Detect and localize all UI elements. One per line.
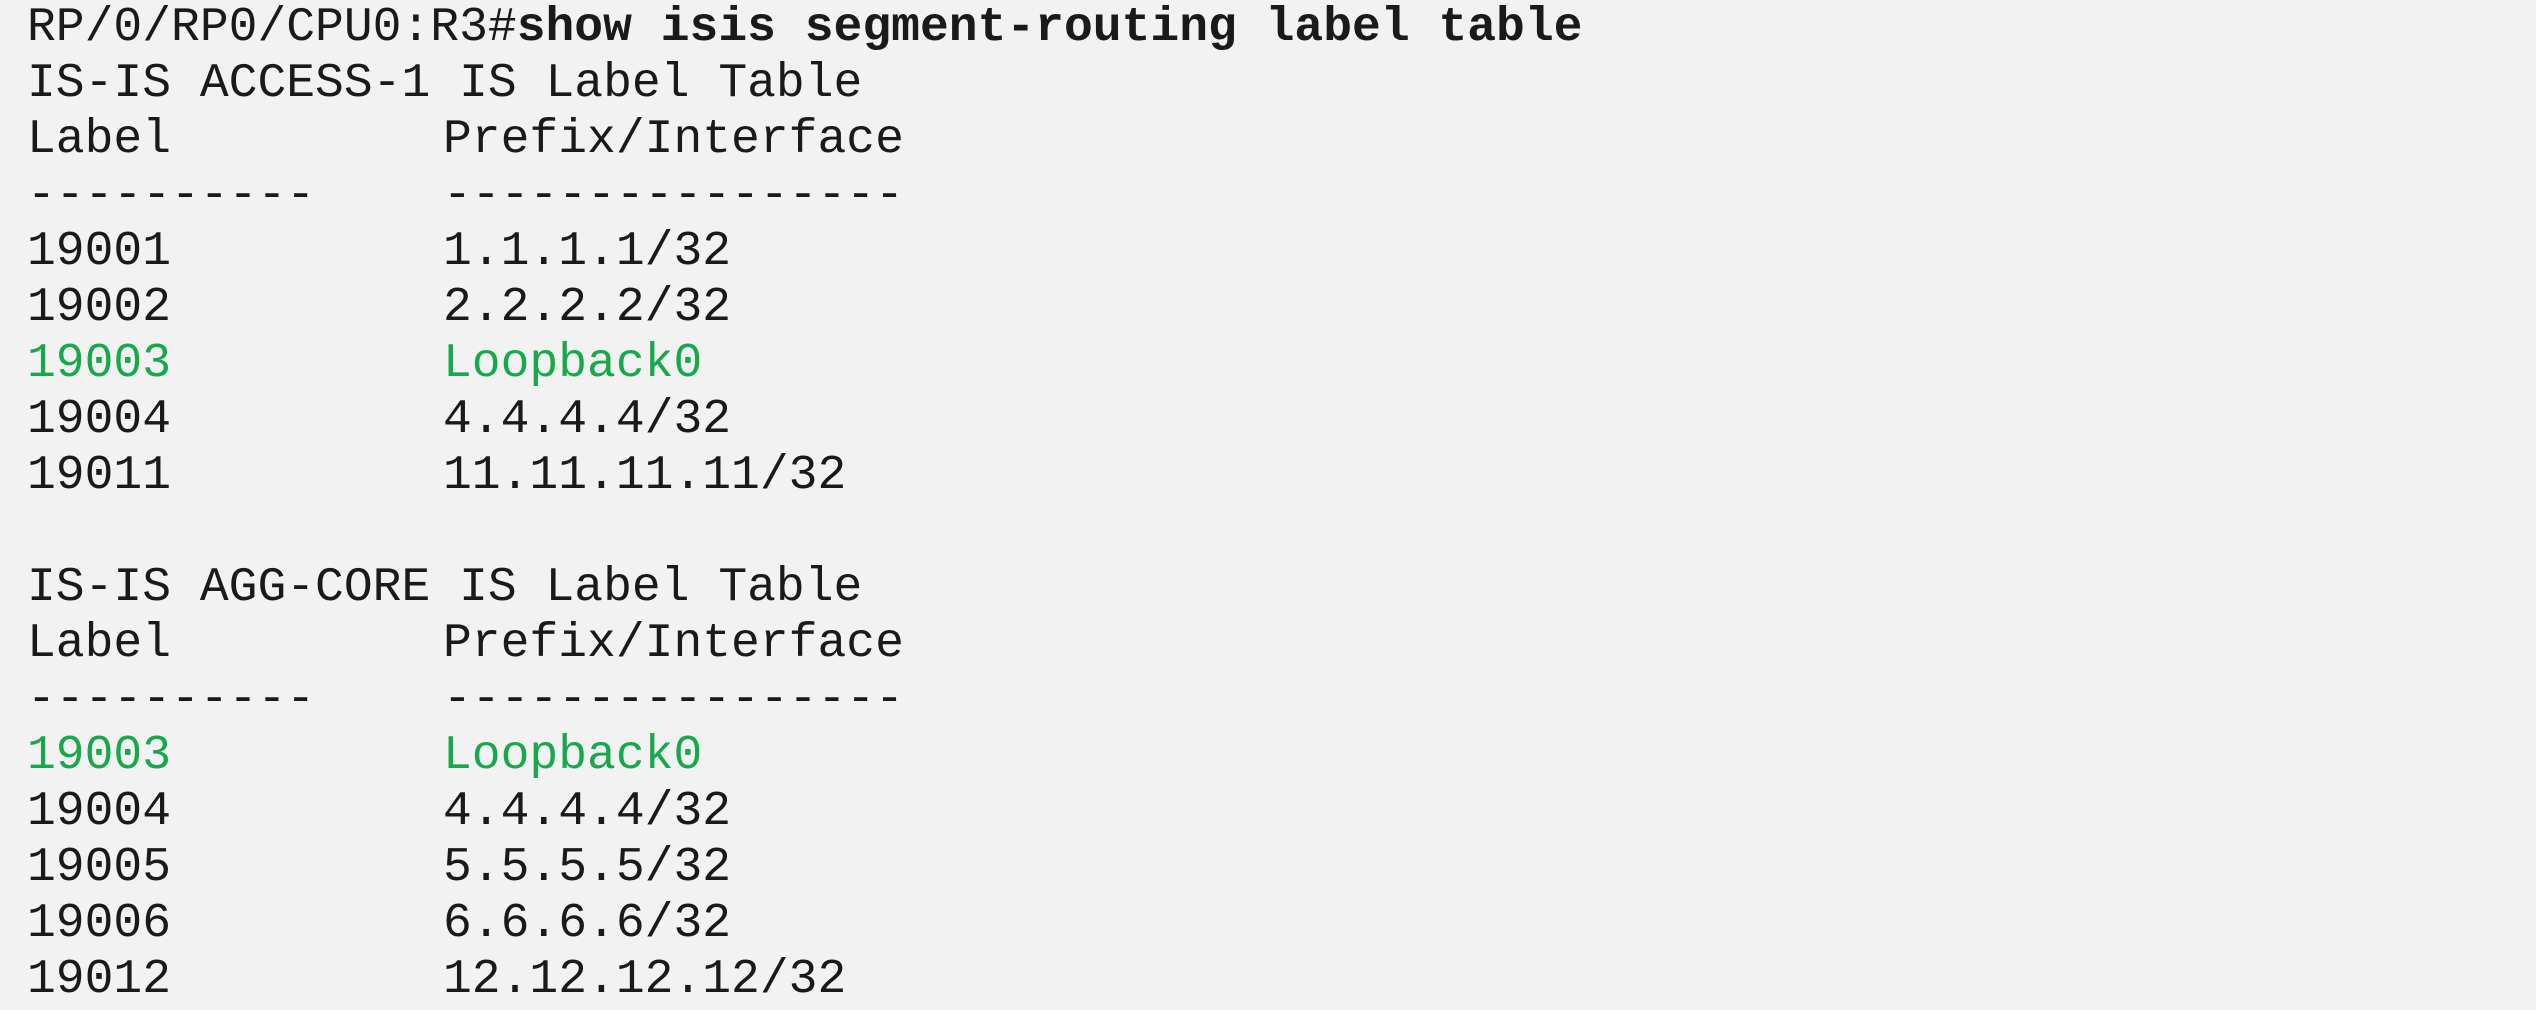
separator-label: ---------- [27, 169, 316, 223]
table-row: 19004 4.4.4.4/32 [27, 392, 2507, 448]
row-prefix: Loopback0 [443, 337, 703, 391]
row-prefix: 12.12.12.12/32 [443, 953, 847, 1007]
table-row: 19011 11.11.11.11/32 [27, 448, 2507, 504]
row-label: 19012 [27, 953, 172, 1007]
header-prefix: Prefix/Interface [443, 113, 904, 167]
separator-label: ---------- [27, 673, 316, 727]
row-label: 19003 [27, 729, 172, 783]
row-prefix: 4.4.4.4/32 [443, 393, 732, 447]
row-label: 19003 [27, 337, 172, 391]
cli-prompt: RP/0/RP0/CPU0:R3# [27, 1, 517, 55]
table-row: 19004 4.4.4.4/32 [27, 784, 2507, 840]
separator-prefix: ---------------- [443, 169, 904, 223]
row-prefix: 6.6.6.6/32 [443, 897, 732, 951]
table-header: Label Prefix/Interface [27, 616, 2507, 672]
row-label: 19002 [27, 281, 172, 335]
row-label: 19001 [27, 225, 172, 279]
table-row-highlighted: 19003 Loopback0 [27, 728, 2507, 784]
header-label: Label [27, 617, 172, 671]
header-prefix: Prefix/Interface [443, 617, 904, 671]
row-prefix: 1.1.1.1/32 [443, 225, 732, 279]
table-title: IS-IS AGG-CORE IS Label Table [27, 561, 863, 615]
separator-prefix: ---------------- [443, 673, 904, 727]
row-label: 19004 [27, 393, 172, 447]
table-row: 19012 12.12.12.12/32 [27, 952, 2507, 1008]
row-label: 19006 [27, 897, 172, 951]
table-header: Label Prefix/Interface [27, 112, 2507, 168]
row-prefix: 2.2.2.2/32 [443, 281, 732, 335]
table-row: 19006 6.6.6.6/32 [27, 896, 2507, 952]
table-row-highlighted: 19003 Loopback0 [27, 336, 2507, 392]
table-row: 19002 2.2.2.2/32 [27, 280, 2507, 336]
table-separator: -------------------------- [27, 672, 2507, 728]
row-prefix: Loopback0 [443, 729, 703, 783]
table-row: 19005 5.5.5.5/32 [27, 840, 2507, 896]
terminal-output: RP/0/RP0/CPU0:R3#show isis segment-routi… [27, 0, 2507, 1010]
table-title: IS-IS ACCESS-1 IS Label Table [27, 57, 863, 111]
row-prefix: 5.5.5.5/32 [443, 841, 732, 895]
table-row: 19001 1.1.1.1/32 [27, 224, 2507, 280]
row-label: 19004 [27, 785, 172, 839]
row-prefix: 11.11.11.11/32 [443, 449, 847, 503]
row-prefix: 4.4.4.4/32 [443, 785, 732, 839]
table-separator: -------------------------- [27, 168, 2507, 224]
row-label: 19011 [27, 449, 172, 503]
command-line: RP/0/RP0/CPU0:R3#show isis segment-routi… [27, 0, 2507, 56]
row-label: 19005 [27, 841, 172, 895]
cli-command: show isis segment-routing label table [516, 1, 1583, 55]
header-label: Label [27, 113, 172, 167]
blank-line [27, 504, 2507, 560]
